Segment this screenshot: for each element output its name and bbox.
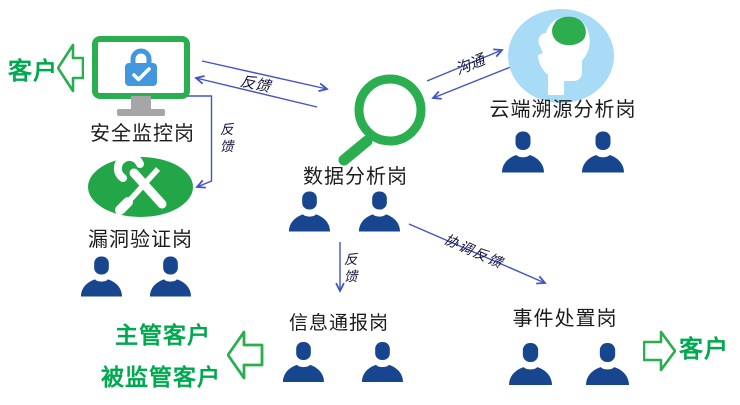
person-icon — [502, 131, 544, 173]
person-icon — [288, 191, 331, 232]
edge-label-communicate: 沟通 — [452, 50, 488, 79]
label-security-monitor-post: 安全监控岗 — [90, 123, 195, 145]
supervisor-customer-label: 主管客户 — [115, 322, 211, 348]
block-arrow-left-top-icon — [57, 43, 84, 93]
block-arrow-right-icon — [643, 330, 676, 372]
person-icon — [282, 341, 325, 383]
label-vuln-verify-post: 漏洞验证岗 — [88, 229, 193, 251]
person-icon — [361, 341, 404, 383]
block-arrow-left-bottom-icon — [227, 330, 264, 380]
label-info-report-post: 信息通报岗 — [289, 313, 390, 334]
monitor-lock-icon — [92, 36, 190, 116]
label-cloud-trace-post: 云端溯源分析岗 — [489, 99, 637, 121]
magnifier-icon — [338, 74, 426, 166]
edge-label-feedback-top: 反馈 — [238, 71, 272, 96]
regulated-customer-label: 被监管客户 — [101, 364, 221, 390]
person-icon — [586, 343, 629, 385]
customer-left-label: 客户 — [8, 58, 58, 85]
edge-label-feedback-vertical: 反馈 — [220, 122, 234, 155]
wrench-screwdriver-icon — [88, 156, 193, 217]
edge-label-coordinate-feedback: 协调反馈 — [441, 231, 507, 273]
person-icon — [509, 343, 552, 385]
person-icon — [582, 131, 624, 173]
person-icon — [80, 256, 123, 297]
label-incident-handle-post: 事件处置岗 — [512, 308, 618, 330]
person-icon — [358, 191, 401, 232]
head-brain-icon — [508, 9, 614, 103]
edge-label-feedback-down: 反馈 — [344, 252, 358, 285]
label-data-analysis-post: 数据分析岗 — [303, 166, 408, 188]
person-icon — [149, 256, 192, 297]
customer-right-label: 客户 — [679, 336, 729, 363]
